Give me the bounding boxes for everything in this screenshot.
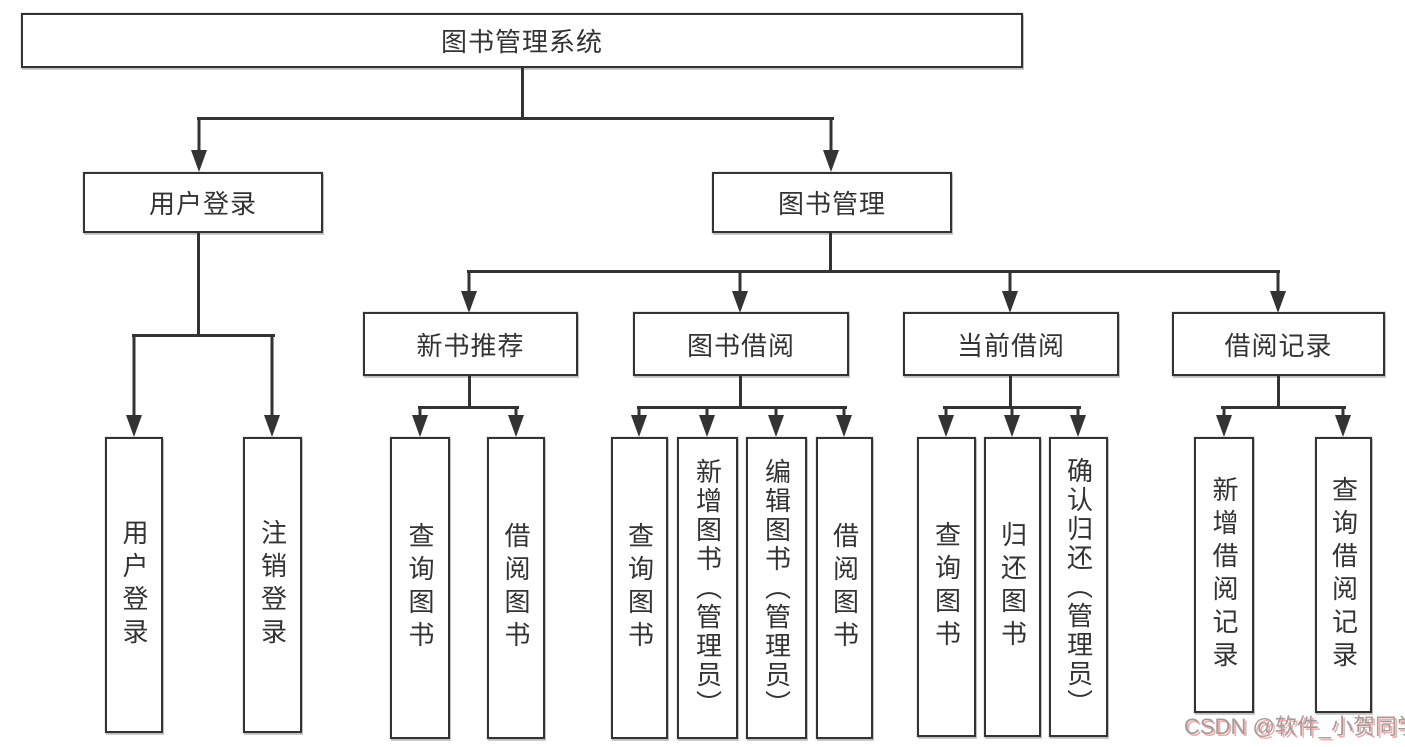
arrow-group4-leaf2	[1335, 406, 1351, 437]
node-book-borrow-label: 图书借阅	[686, 330, 795, 361]
arrow-to-current-borrow	[1002, 270, 1018, 313]
node-book-management: 图书管理	[712, 172, 952, 233]
leaf-logout-label: 注销登录	[257, 519, 288, 651]
node-user-login-label: 用户登录	[148, 189, 257, 219]
connector-user-branch-stem	[197, 233, 200, 336]
node-book-management-label: 图书管理	[777, 189, 886, 219]
leaf-borrow-edit-book-label: 编辑图书（管理员）	[761, 457, 792, 719]
leaf-recommend-query-book-label: 查询图书	[405, 522, 435, 654]
arrow-group3-leaf3	[1070, 406, 1086, 437]
leaf-current-return-book: 归还图书	[984, 437, 1041, 737]
connector-level1-hline	[197, 117, 834, 120]
connector-mgmt-branch-stem	[829, 233, 832, 272]
leaf-recommend-borrow-book-label: 借阅图书	[501, 522, 531, 654]
arrow-to-borrow-record	[1270, 270, 1286, 313]
leaf-borrow-add-book-label: 新增图书（管理员）	[692, 457, 723, 719]
node-new-book-recommend: 新书推荐	[363, 312, 578, 376]
arrow-to-new-book-recommend	[461, 270, 477, 313]
leaf-record-query: 查询借阅记录	[1315, 437, 1372, 713]
arrow-group2-leaf4	[836, 406, 852, 437]
connector-root-stem	[521, 68, 524, 118]
node-new-book-recommend-label: 新书推荐	[416, 330, 525, 361]
arrow-to-leaf-user-login	[126, 334, 142, 437]
leaf-logout: 注销登录	[243, 437, 302, 733]
leaf-current-query-book: 查询图书	[917, 437, 976, 737]
leaf-current-query-book-label: 查询图书	[931, 521, 962, 653]
leaf-user-login-label: 用户登录	[119, 519, 149, 651]
connector-user-branch-hline	[132, 334, 275, 337]
node-root: 图书管理系统	[21, 13, 1023, 68]
arrow-group2-leaf2	[699, 406, 715, 437]
leaf-recommend-query-book: 查询图书	[390, 437, 450, 739]
leaf-borrow-query-book-label: 查询图书	[624, 522, 655, 654]
arrow-to-book-management	[823, 117, 839, 172]
arrow-to-leaf-logout	[264, 334, 280, 437]
connector-group4-stem	[1277, 376, 1280, 408]
node-root-label: 图书管理系统	[440, 27, 603, 57]
node-current-borrow: 当前借阅	[903, 312, 1119, 376]
node-borrow-record-label: 借阅记录	[1224, 330, 1333, 361]
leaf-borrow-borrow-book: 借阅图书	[816, 437, 873, 739]
arrow-group4-leaf1	[1216, 406, 1232, 437]
arrow-group1-leaf2	[508, 406, 524, 437]
leaf-record-add: 新增借阅记录	[1194, 437, 1254, 713]
arrow-group3-leaf1	[938, 406, 954, 437]
connector-group1-hline	[418, 406, 519, 409]
node-borrow-record: 借阅记录	[1172, 312, 1385, 376]
csdn-watermark: CSDN @软件_小贺同学	[1184, 714, 1405, 739]
leaf-current-return-book-label: 归还图书	[997, 521, 1028, 653]
leaf-recommend-borrow-book: 借阅图书	[487, 437, 545, 739]
arrow-to-user-login	[191, 117, 207, 172]
arrow-group1-leaf1	[412, 406, 428, 437]
leaf-record-query-label: 查询借阅记录	[1328, 476, 1359, 674]
leaf-record-add-label: 新增借阅记录	[1209, 476, 1239, 674]
leaf-current-confirm-return: 确认归还（管理员）	[1049, 437, 1108, 737]
connector-group1-stem	[468, 376, 471, 408]
leaf-current-confirm-return-label: 确认归还（管理员）	[1063, 456, 1094, 718]
leaf-borrow-add-book: 新增图书（管理员）	[677, 437, 738, 739]
arrow-group2-leaf3	[768, 406, 784, 437]
leaf-borrow-query-book: 查询图书	[611, 437, 668, 739]
connector-group2-hline	[637, 406, 847, 409]
connector-group4-hline	[1221, 406, 1346, 409]
node-book-borrow: 图书借阅	[633, 312, 849, 376]
arrow-to-book-borrow	[732, 270, 748, 313]
connector-mgmt-branch-hline	[467, 270, 1280, 273]
leaf-borrow-edit-book: 编辑图书（管理员）	[746, 437, 807, 739]
connector-group3-stem	[1009, 376, 1012, 408]
arrow-group3-leaf2	[1004, 406, 1020, 437]
leaf-user-login: 用户登录	[105, 437, 163, 733]
node-user-login: 用户登录	[83, 172, 323, 233]
node-current-borrow-label: 当前借阅	[956, 330, 1065, 361]
leaf-borrow-borrow-book-label: 借阅图书	[829, 522, 860, 654]
arrow-group2-leaf1	[631, 406, 647, 437]
connector-group2-stem	[739, 376, 742, 408]
